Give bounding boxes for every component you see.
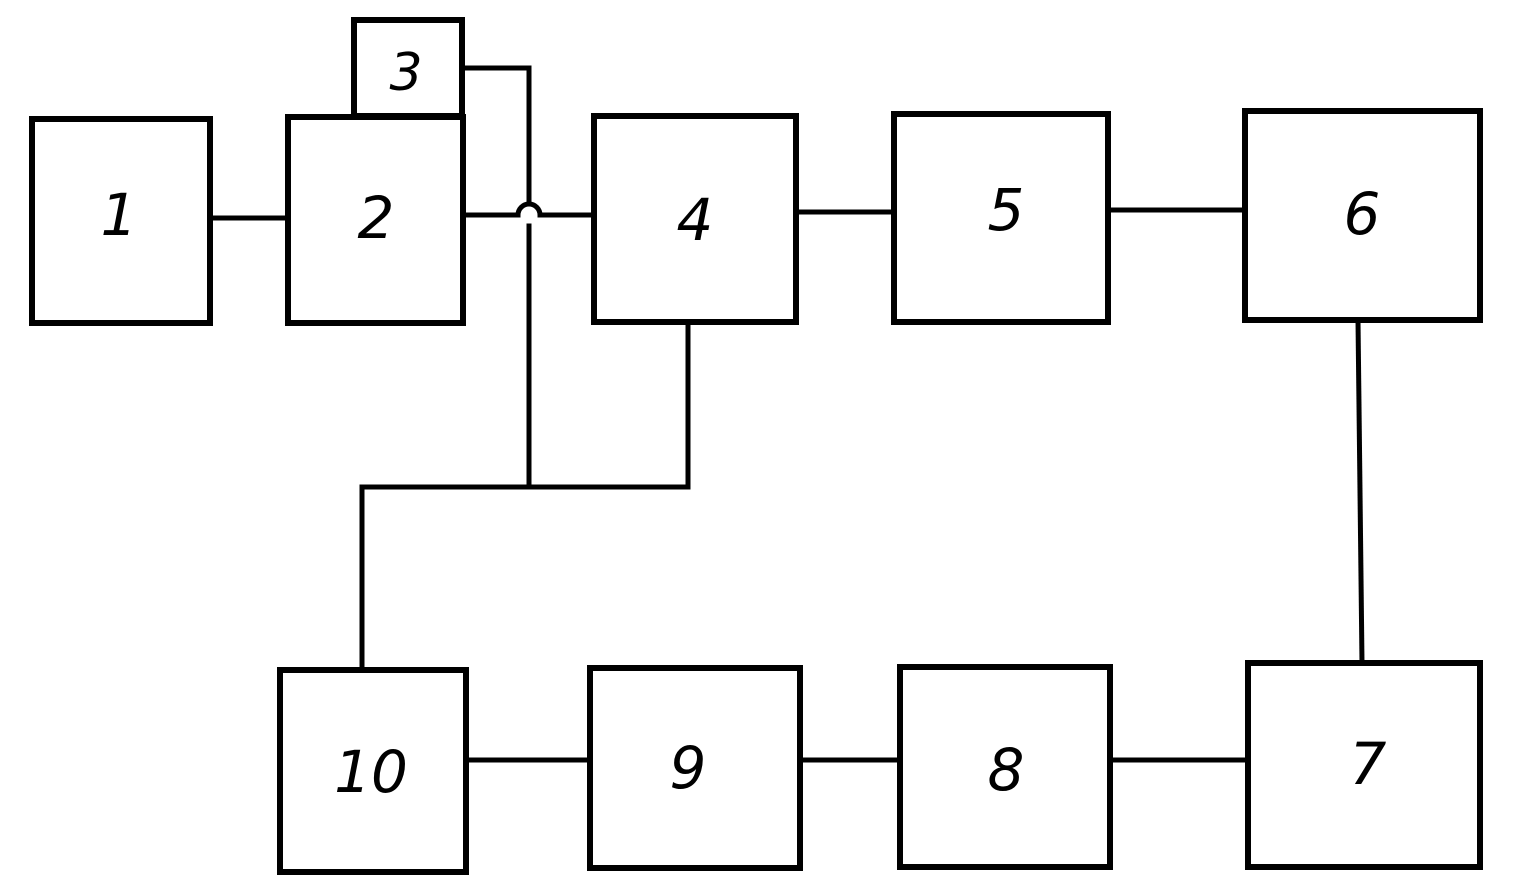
block-5-label: 5 [988,176,1025,244]
block-8-label: 8 [988,736,1025,804]
block-10: 10 [280,670,466,872]
block-2: 2 [288,117,463,323]
block-2-label: 2 [358,184,395,252]
block-7: 7 [1248,663,1480,867]
block-4: 4 [594,116,796,322]
block-7-label: 7 [1350,730,1387,798]
block-3: 3 [354,20,462,116]
block-6: 6 [1245,111,1480,320]
wire-4-bus [362,322,688,670]
block-9: 9 [590,668,800,868]
block-8: 8 [900,667,1110,867]
block-6-label: 6 [1344,180,1381,248]
block-9-label: 9 [670,734,707,802]
wire-3-bus [462,68,529,204]
block-4-label: 4 [677,186,714,254]
block-1-label: 1 [101,181,138,249]
block-5: 5 [894,114,1108,322]
block-1: 1 [32,119,210,323]
block-10-label: 10 [334,738,408,806]
wire-6-7 [1358,320,1362,663]
block-3-label: 3 [389,43,422,103]
